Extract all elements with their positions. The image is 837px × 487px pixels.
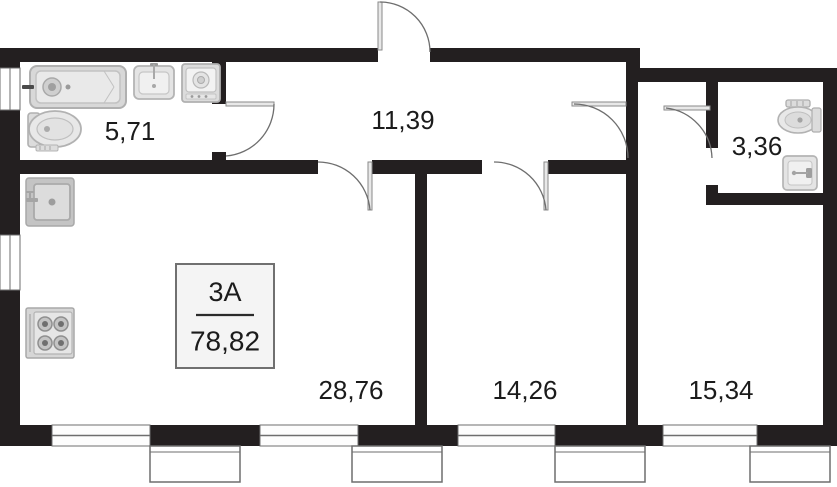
room-label-group: 5,71 11,39 3,36 28,76 14,26 15,34 <box>105 105 783 405</box>
window-bottom-4 <box>662 424 758 447</box>
wall-hall-bottom-left <box>226 160 318 174</box>
wall-bottom-seg-4 <box>757 425 837 446</box>
balcony-3 <box>554 445 646 483</box>
kitchen-sink-icon <box>25 177 75 227</box>
balcony-group <box>149 445 831 483</box>
door-entrance <box>377 1 431 53</box>
room-label-hallway: 11,39 <box>371 105 434 135</box>
wall-top-right <box>626 68 837 82</box>
toilet-icon <box>777 99 822 134</box>
sink-icon <box>782 155 818 191</box>
toilet-icon <box>27 110 82 152</box>
balcony-1 <box>149 445 241 483</box>
door-bedroom-right <box>571 101 629 159</box>
window-bottom-1 <box>51 424 151 447</box>
door-group <box>225 1 713 211</box>
unit-type-label: 3A <box>208 277 241 307</box>
window-left-wall <box>0 67 21 111</box>
door-bedroom-middle <box>493 161 549 211</box>
balcony-2 <box>351 445 443 483</box>
wall-right-exterior <box>823 68 837 446</box>
door-wc-secondary <box>663 105 713 159</box>
washing-machine-icon <box>181 63 221 103</box>
wall-left-lower <box>0 290 20 446</box>
stove-icon <box>25 307 75 359</box>
bathtub-icon <box>22 65 127 109</box>
wall-bath-bottom <box>20 160 226 174</box>
wall-top-left <box>0 48 378 62</box>
room-label-wc-secondary: 3,36 <box>732 131 783 161</box>
room-label-living-kitchen: 28,76 <box>318 375 383 405</box>
unit-badge: 3A 78,82 <box>175 263 275 369</box>
wall-left-window-jamb-top <box>0 60 20 68</box>
room-label-bedroom-middle: 14,26 <box>492 375 557 405</box>
door-living-kitchen <box>317 161 373 211</box>
wall-group <box>0 48 837 446</box>
unit-total-area: 78,82 <box>190 325 260 356</box>
window-bottom-3 <box>457 424 556 447</box>
wall-wc-left-upper <box>706 82 718 148</box>
wall-bottom-left-corner <box>0 425 52 446</box>
window-group <box>0 67 758 447</box>
wall-bottom-seg-1 <box>150 425 260 446</box>
wall-left-bath <box>0 110 20 235</box>
room-label-bathroom-main: 5,71 <box>105 116 156 146</box>
wall-partition-bedrooms <box>626 82 638 426</box>
room-label-bedroom-right: 15,34 <box>688 375 753 405</box>
wall-bottom-seg-2 <box>358 425 458 446</box>
fixture-group <box>22 63 822 359</box>
sink-icon <box>133 63 175 100</box>
wall-top-door-gap-right <box>430 48 640 62</box>
wall-wc-bottom <box>706 193 826 205</box>
wall-bottom-seg-3 <box>555 425 663 446</box>
door-bathroom <box>225 101 275 157</box>
wall-partition-living-bedroom <box>415 160 427 426</box>
window-left-wall-lower <box>0 234 21 291</box>
wall-hall-bottom-right <box>548 160 630 174</box>
window-bottom-2 <box>259 424 359 447</box>
balcony-4 <box>749 445 831 483</box>
